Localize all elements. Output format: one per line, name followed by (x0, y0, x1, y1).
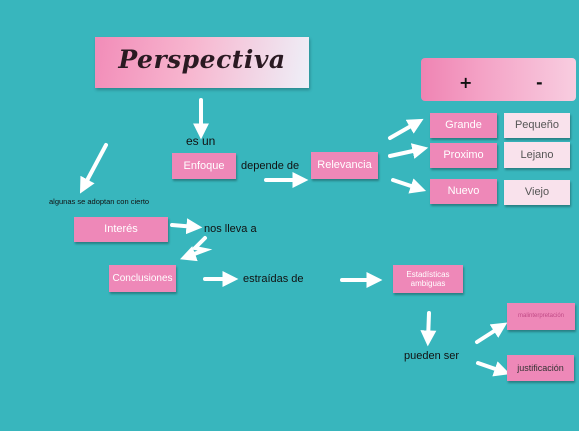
link-label-depende-de: depende de (241, 160, 300, 172)
node-malinterpretacion: malinterpretación (507, 303, 575, 330)
title-box: Perspectiva (95, 37, 309, 88)
node-enfoque: Enfoque (172, 153, 236, 179)
plus-minus-header: + - (421, 58, 576, 101)
link-label-algunas-se-adoptan: algunas se adoptan con cierto (49, 197, 150, 206)
arrow-title-to-algunas (79, 143, 108, 194)
node-nuevo: Nuevo (430, 179, 497, 204)
link-label-pueden-ser: pueden ser (404, 350, 460, 362)
node-interes: Interés (74, 217, 168, 242)
arrow-pueden-to-malinterpretacion (475, 322, 508, 344)
node-justificacion: justificación (507, 355, 574, 381)
node-pequeno: Pequeño (504, 113, 570, 138)
node-estadisticas-line2: ambiguas (410, 279, 446, 288)
node-lejano: Lejano (504, 142, 570, 168)
plus-column-label: + (459, 73, 473, 92)
node-estadisticas-line1: Estadísticas (406, 269, 450, 279)
arrow-relevancia-to-grande (388, 118, 424, 140)
arrow-relevancia-to-nuevo (391, 178, 427, 194)
node-estadisticas-ambiguas: Estadísticas ambiguas (393, 265, 463, 293)
link-label-es-un: es un (186, 134, 216, 148)
link-label-estraidas-de: estraídas de (243, 273, 304, 285)
page-title: Perspectiva (118, 45, 286, 74)
arrow-pueden-to-justificacion (476, 361, 511, 377)
arrow-interes-to-nos-lleva (170, 218, 203, 235)
node-relevancia: Relevancia (311, 152, 378, 179)
minus-column-label: - (536, 73, 543, 92)
node-grande: Grande (430, 113, 497, 138)
node-viejo: Viejo (504, 180, 570, 205)
link-label-nos-lleva-a: nos lleva a (204, 223, 257, 235)
node-proximo: Proximo (430, 143, 497, 168)
arrow-nos-lleva-to-conclusiones (179, 236, 213, 262)
arrow-relevancia-to-proximo (388, 143, 429, 159)
arrow-estadisticas-to-pueden-ser (420, 311, 437, 347)
node-conclusiones: Conclusiones (109, 265, 176, 292)
